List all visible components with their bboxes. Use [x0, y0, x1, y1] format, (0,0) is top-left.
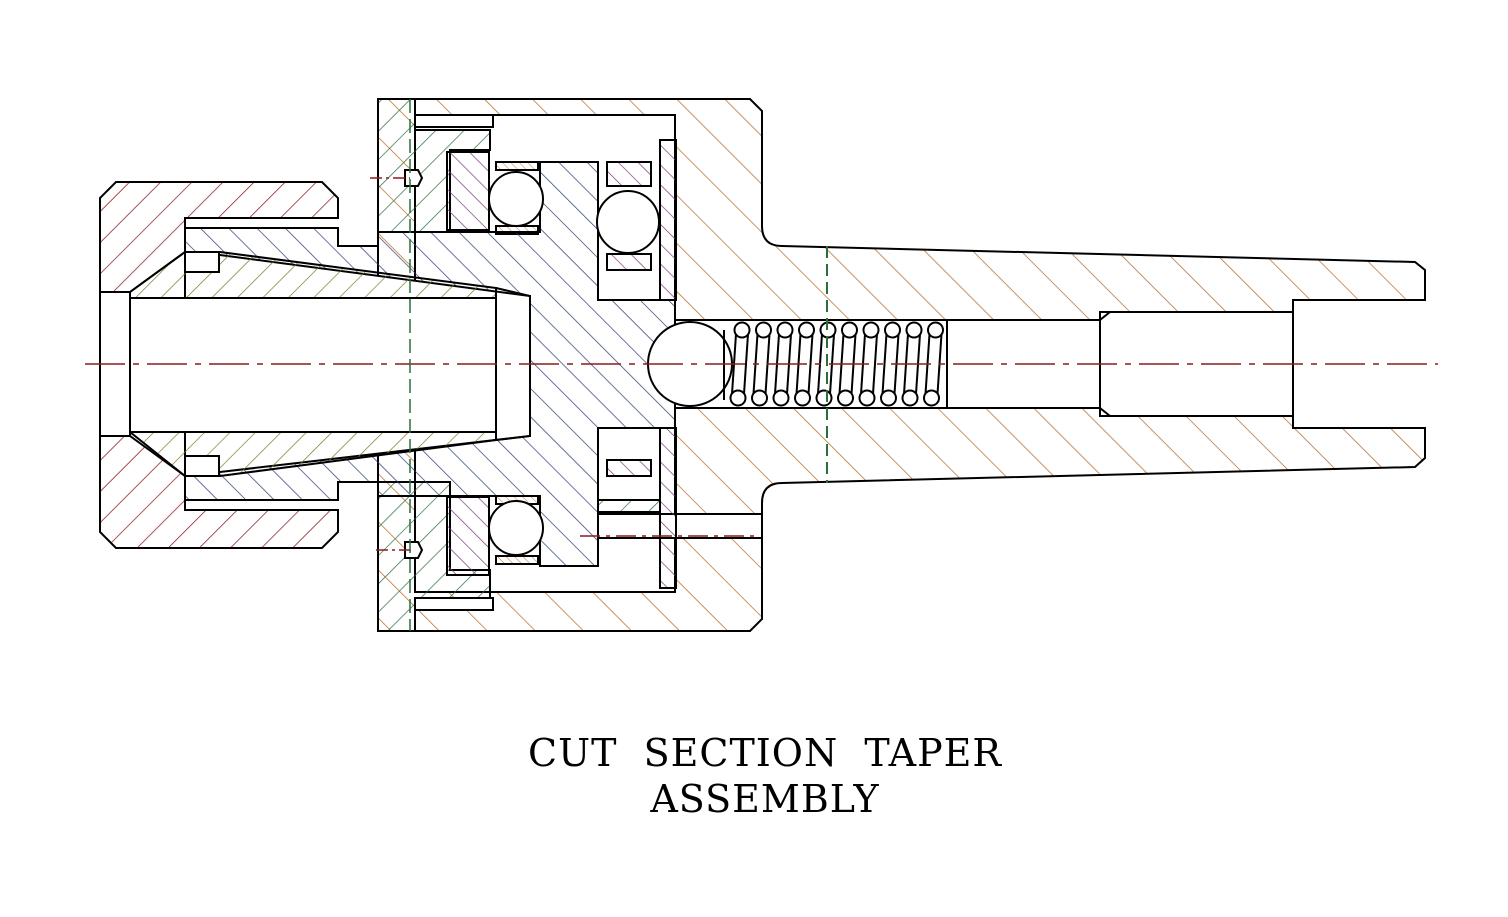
spring-coil-top [841, 321, 858, 339]
spring-coil-top [884, 321, 901, 339]
spring-coil-wire [743, 333, 749, 395]
spring-coil-wire [872, 333, 878, 395]
spring-coil-top [927, 321, 944, 339]
title-line-1: CUT SECTION TAPER [528, 731, 1002, 775]
spring-coil-top [755, 321, 772, 339]
spring-coil-wire [881, 333, 888, 395]
spring-coil-top [776, 321, 794, 339]
spring-coil-bottom [794, 389, 811, 407]
spring-coil-top [905, 321, 923, 339]
spring-coil-top [862, 321, 880, 339]
spring-coil-bottom [901, 389, 919, 407]
spring-coil-top [798, 321, 815, 339]
spring-coil-bottom [880, 389, 897, 407]
spring-coil-bottom [837, 389, 854, 407]
spring-coil-bottom [923, 389, 940, 407]
drawing-title: CUT SECTION TAPER ASSEMBLY [0, 730, 1508, 822]
ball-bearings [488, 171, 733, 556]
bearing-cap [377, 98, 494, 632]
spring-coil-bottom [815, 389, 833, 407]
bearing-spacers [446, 139, 677, 589]
collet [127, 251, 531, 477]
spring-coil-top [733, 321, 751, 339]
spring-coil-bottom [858, 389, 876, 407]
spring-coil-bottom [751, 389, 768, 407]
spring-coil-bottom [772, 389, 790, 407]
centerlines [85, 99, 1438, 631]
title-line-2: ASSEMBLY [650, 777, 880, 821]
spring-coil-wire [807, 333, 814, 395]
set-screws [404, 169, 424, 559]
spring-coil-bottom [729, 389, 747, 407]
